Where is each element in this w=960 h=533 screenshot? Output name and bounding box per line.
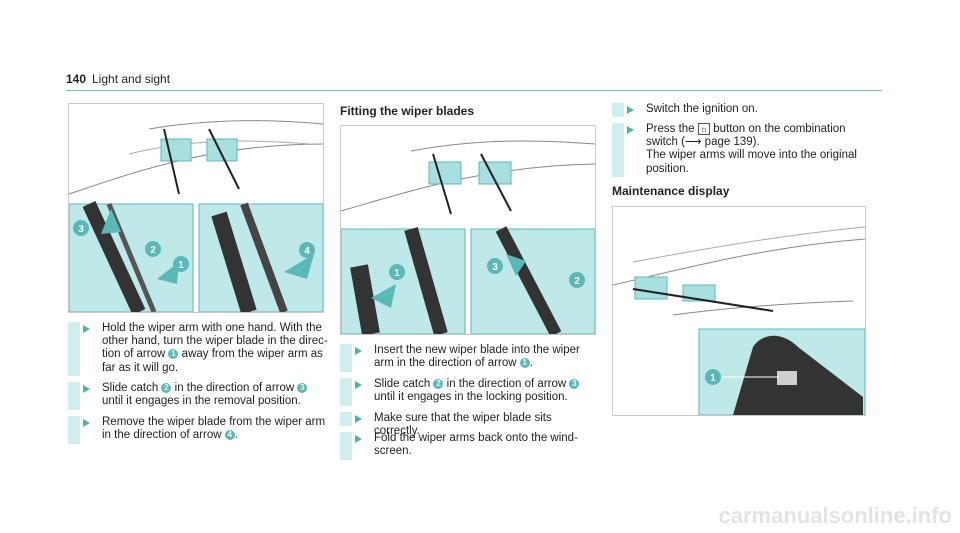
svg-text:3: 3 [492, 262, 498, 273]
callout-1: 1 [173, 256, 189, 272]
text: Hold the wiper arm with one hand. With t… [102, 322, 322, 334]
step-arrow-icon [355, 381, 362, 389]
right-step-1: Switch the ignition on. [612, 103, 872, 117]
right-step-2: Press the ☼ button on the combination sw… [612, 123, 872, 177]
figure-remove-wiper: 3 2 1 4 [68, 103, 324, 313]
middle-step-3: Make sure that the wiper blade sits corr… [340, 412, 600, 437]
callout-2: 2 [569, 272, 585, 288]
text: in the direction of arrow [171, 382, 298, 394]
svg-text:2: 2 [574, 276, 580, 287]
step-arrow-icon [355, 435, 362, 443]
text: other hand, turn the wiper blade in the … [102, 335, 328, 348]
page-number: 140 [66, 72, 87, 86]
callout-1: 1 [389, 264, 405, 280]
text: away from the wiper arm as [178, 348, 323, 361]
callout-2-badge: 2 [161, 382, 172, 393]
callout-1: 1 [705, 369, 721, 385]
watermark: carmanualsonline.info [718, 503, 953, 528]
callout-1-badge: 1 [168, 349, 179, 360]
text: Slide catch [374, 378, 434, 390]
step-arrow-icon [627, 106, 634, 114]
text: until it engages in the removal position… [102, 395, 301, 408]
figure-fit-wiper: 1 3 2 [340, 125, 596, 335]
left-step-2: Slide catch 2 in the direction of arrow … [68, 382, 328, 410]
callout-2: 2 [145, 241, 161, 257]
middle-step-2: Slide catch 2 in the direction of arrow … [340, 378, 600, 406]
text: Press the [646, 123, 698, 135]
text: arm in the direction of arrow [374, 357, 520, 370]
header-rule [66, 90, 882, 91]
text: Insert the new wiper blade into the wipe… [374, 344, 580, 356]
step-arrow-icon [355, 415, 362, 423]
text: . [529, 357, 533, 370]
step-arrow-icon [83, 325, 90, 333]
step-arrow-icon [355, 347, 362, 355]
page-reference-arrow-icon: ⟶ [684, 136, 702, 149]
text: until it engages in the locking position… [374, 391, 568, 404]
heading-maintenance: Maintenance display [612, 184, 730, 198]
svg-text:4: 4 [304, 246, 310, 257]
text: . [234, 429, 238, 442]
text: Fold the wiper arms back onto the wind- [374, 432, 578, 444]
figure-maintenance-display: 1 [612, 206, 866, 416]
step-arrow-icon [83, 419, 90, 427]
text: switch ( [646, 136, 685, 149]
callout-3: 3 [73, 220, 89, 236]
text: far as it will go. [102, 361, 179, 374]
callout-2-badge: 2 [433, 378, 444, 389]
text: Switch the ignition on. [646, 103, 758, 115]
section-title: Light and sight [92, 72, 171, 86]
middle-step-4: Fold the wiper arms back onto the wind- … [340, 432, 600, 460]
svg-text:3: 3 [78, 224, 84, 235]
svg-text:1: 1 [394, 268, 400, 279]
left-step-3: Remove the wiper blade from the wiper ar… [68, 416, 328, 444]
svg-text:1: 1 [710, 373, 716, 384]
middle-step-1: Insert the new wiper blade into the wipe… [340, 344, 600, 372]
step-arrow-icon [83, 385, 90, 393]
step-arrow-icon [627, 126, 634, 134]
text: Make sure that the wiper blade sits corr… [374, 412, 552, 438]
svg-text:1: 1 [178, 260, 184, 271]
text: The wiper arms will move into the origin… [646, 149, 857, 162]
callout-4: 4 [299, 242, 315, 258]
text: page 139). [701, 136, 760, 149]
text: position. [646, 162, 689, 175]
callout-3-badge: 3 [569, 378, 580, 389]
callout-1-badge: 1 [519, 358, 530, 369]
wiper-button-icon: ☼ [697, 123, 711, 135]
callout-3: 3 [487, 258, 503, 274]
text: tion of arrow [102, 348, 169, 361]
text: in the direction of arrow [443, 378, 570, 390]
callout-4-badge: 4 [224, 430, 235, 441]
text: Remove the wiper blade from the wiper ar… [102, 416, 326, 428]
callout-3-badge: 3 [297, 382, 308, 393]
heading-fitting: Fitting the wiper blades [340, 104, 475, 118]
svg-text:2: 2 [150, 245, 156, 256]
text: Slide catch [102, 382, 162, 394]
text: in the direction of arrow [102, 429, 225, 442]
left-step-1: Hold the wiper arm with one hand. With t… [68, 322, 328, 376]
text: screen. [374, 445, 412, 458]
text: button on the combination [710, 123, 846, 135]
